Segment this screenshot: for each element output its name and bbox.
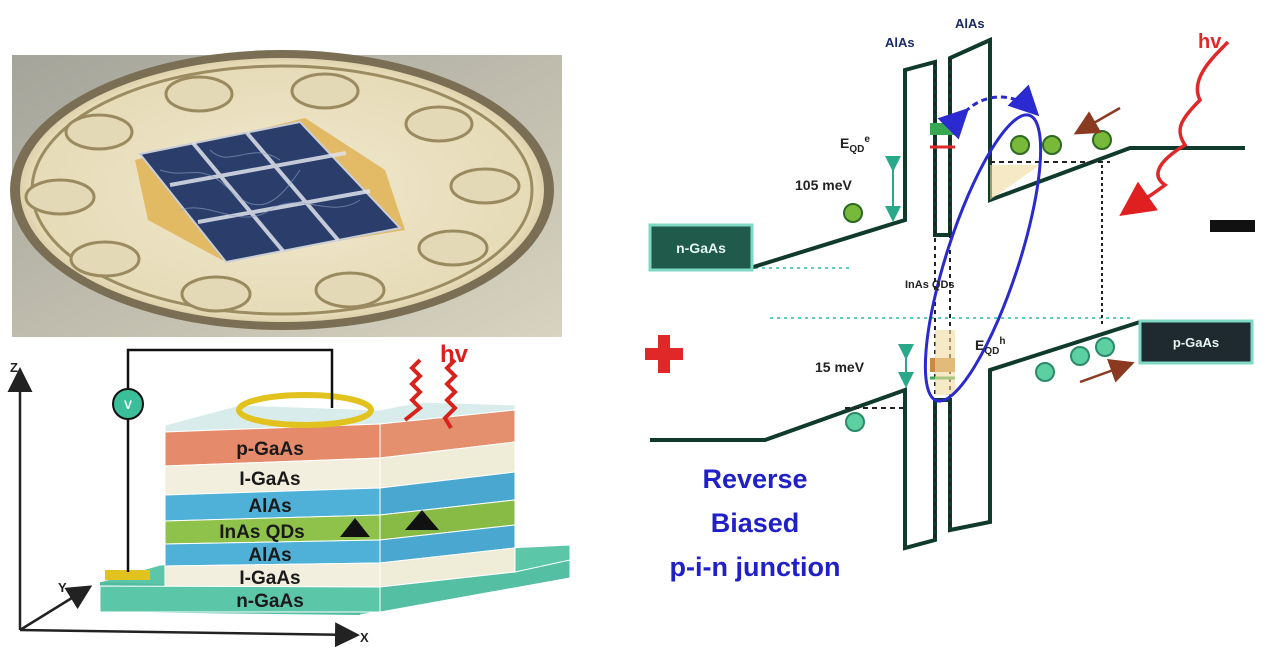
layer-label: InAs QDs bbox=[219, 522, 305, 543]
p-gaas-label: p-GaAs bbox=[1173, 335, 1219, 350]
minus-sign bbox=[1210, 220, 1255, 232]
contact-pads bbox=[24, 72, 521, 313]
n-gaas-contact bbox=[648, 223, 754, 272]
quantum-dot bbox=[340, 518, 370, 537]
qd-label: InAs QDs bbox=[905, 279, 955, 291]
eqd-hole-label: EQDh bbox=[975, 336, 1005, 357]
barrier-105-label: 105 meV bbox=[795, 177, 852, 193]
quantum-dot bbox=[405, 510, 439, 530]
layer-label: I-GaAs bbox=[239, 469, 300, 490]
qd-electron-level bbox=[930, 123, 955, 135]
circuit-wire bbox=[126, 348, 334, 572]
axis-y-label: Y bbox=[58, 580, 67, 595]
voltmeter-label: V bbox=[124, 398, 132, 412]
voltmeter bbox=[112, 388, 144, 420]
layer-label: n-GaAs bbox=[236, 591, 304, 612]
n-gaas-label: n-GaAs bbox=[676, 240, 726, 256]
bottom-contact bbox=[105, 570, 150, 580]
caption-line: Biased bbox=[711, 508, 800, 538]
holes bbox=[845, 337, 1115, 432]
layer-label: AlAs bbox=[248, 545, 291, 566]
solar-cell-photo bbox=[10, 50, 562, 337]
layer-stack bbox=[99, 401, 571, 613]
layer-label: p-GaAs bbox=[236, 439, 304, 460]
axis-x-label: X bbox=[360, 630, 369, 645]
caption: Reverse Biased p-i-n junction bbox=[670, 464, 841, 582]
barrier-label: AlAs bbox=[885, 35, 915, 50]
band-diagram: hv AlAs AlAs EQDe EQDh 105 meV 15 meV In… bbox=[645, 16, 1255, 582]
layer-label: I-GaAs bbox=[239, 568, 300, 589]
ring-contact bbox=[236, 392, 374, 428]
y-axis bbox=[19, 585, 93, 632]
tunneling-arrow bbox=[937, 84, 1040, 140]
incident-light bbox=[1119, 40, 1230, 217]
layer-label: AlAs bbox=[248, 496, 291, 517]
light-rays bbox=[403, 358, 458, 430]
caption-line: p-i-n junction bbox=[670, 552, 841, 582]
barrier-label: AlAs bbox=[955, 16, 985, 31]
device-stack: Z Y X bbox=[7, 341, 571, 648]
barrier-15-label: 15 meV bbox=[815, 359, 865, 375]
axis-z-label: Z bbox=[10, 360, 18, 375]
p-gaas-contact bbox=[1138, 319, 1254, 365]
hv-label: hv bbox=[440, 341, 469, 368]
caption-line: Reverse bbox=[702, 464, 807, 494]
plus-sign-v bbox=[658, 335, 670, 373]
hv-band-label: hv bbox=[1198, 31, 1222, 53]
electrons bbox=[843, 130, 1112, 223]
eqd-electron-label: EQDe bbox=[840, 134, 870, 155]
x-axis bbox=[19, 622, 360, 648]
